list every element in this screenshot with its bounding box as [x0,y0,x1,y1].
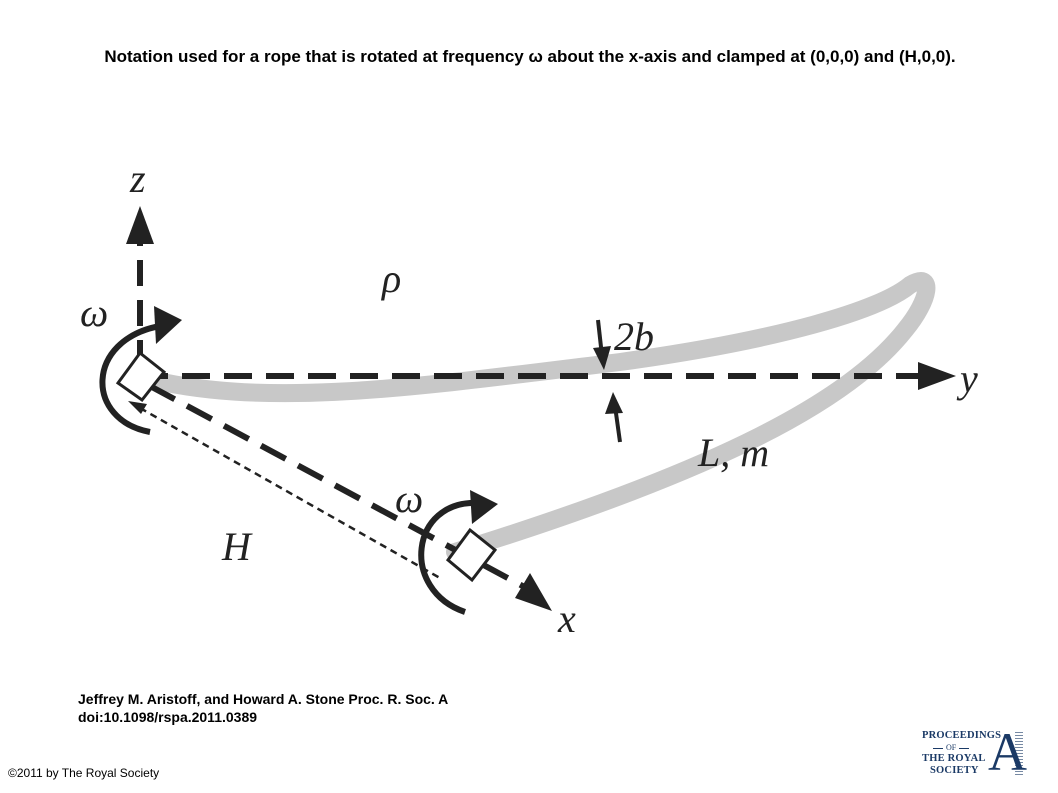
logo-line-of: OF [930,743,972,752]
rope [136,272,936,561]
x-axis-arrowhead [515,573,552,611]
x-axis-label: x [557,596,576,641]
citation-authors: Jeffrey M. Aristoff, and Howard A. Stone… [78,691,449,707]
omega-left-label: ω [80,290,108,335]
y-axis-label: y [956,356,978,401]
h-dimension-arrowhead [128,401,147,414]
y-axis-arrowhead [918,362,956,390]
h-dimension-line [139,406,441,580]
citation-doi: doi:10.1098/rspa.2011.0389 [78,709,258,725]
density-label: ρ [380,256,401,301]
z-axis-label: z [129,156,146,201]
citation: Jeffrey M. Aristoff, and Howard A. Stone… [78,690,448,726]
length-mass-label: L, m [697,430,769,475]
figure-title: Notation used for a rope that is rotated… [104,47,956,66]
copyright-notice: ©2011 by The Royal Society [8,766,160,780]
omega-right-label: ω [395,476,423,521]
journal-logo: PROCEEDINGS OF THE ROYAL SOCIETY A [922,724,1028,780]
thickness-label: 2b [614,314,654,359]
left-clamp [115,350,167,403]
thickness-arrowhead-top [593,346,611,370]
right-rotation-arrowhead [470,490,498,524]
right-clamp [445,527,498,583]
left-rotation-arrowhead [154,306,182,344]
logo-line-the-royal: THE ROYAL [922,753,986,764]
logo-side-text [1015,732,1023,776]
thickness-arrowhead-bottom [605,392,623,414]
left-rotation-arrow [99,323,161,435]
distance-h-label: H [221,524,253,569]
logo-line-society: SOCIETY [930,765,979,776]
right-rotation-arrow [418,499,479,615]
z-axis-arrowhead [126,206,154,244]
logo-line-proceedings: PROCEEDINGS [922,730,1002,741]
